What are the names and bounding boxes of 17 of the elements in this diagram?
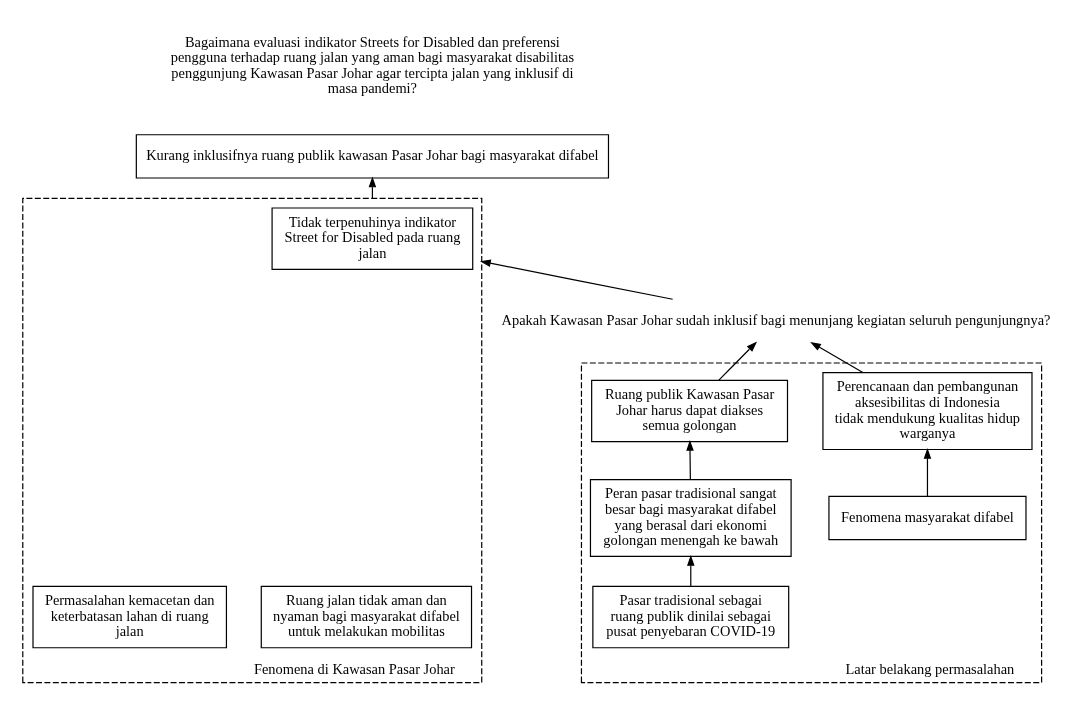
- node-box: Fenomena masyarakat difabel: [828, 495, 1027, 541]
- node-box: Ruang jalan tidak aman dan nyaman bagi masyarakat difabel untuk melakukan mobilitas: [260, 585, 473, 649]
- arrow: [923, 447, 932, 497]
- arrow: [686, 439, 694, 480]
- arrow: [479, 259, 674, 300]
- arrow: [687, 554, 695, 587]
- node-box: Kurang inklusifnya ruang publik kawasan Pasar Johar bagi masyarakat difabel: [135, 134, 610, 179]
- node-box: Pasar tradisional sebagai ruang publik dinilai sebagai pusat penyebaran COVID-19: [592, 585, 790, 649]
- node-box: Peran pasar tradisional sangat besar bagi masyarakat difabel yang berasal dari ekonomi golongan menengah ke bawah: [589, 478, 792, 558]
- node-text: Apakah Kawasan Pasar Johar sudah inklusif bagi menunjang kegiatan seluruh pengunjungnya?: [501, 311, 1051, 328]
- node-box: Ruang publik Kawasan Pasar Johar harus dapat diakses semua golongan: [591, 379, 789, 443]
- node-box: Perencanaan dan pembangunan aksesibilitas di Indonesia tidak mendukung kualitas hidup warganya: [822, 372, 1033, 451]
- arrow: [718, 341, 758, 381]
- node-box: Permasalahan kemacetan dan keterbatasan lahan di ruang jalan: [32, 585, 228, 649]
- arrow: [810, 341, 864, 373]
- label: Bagaimana evaluasi indikator Streets for Disabled dan preferensi pengguna terhadap ruang jalan yang aman bagi masyarakat disabilitas penggunjung Kawasan Pasar Johar agar tercipta jalan yang inklusif di masa pandemi?: [170, 33, 575, 97]
- node-box: Tidak terpenuhinya indikator Street for Disabled pada ruang jalan: [271, 207, 474, 270]
